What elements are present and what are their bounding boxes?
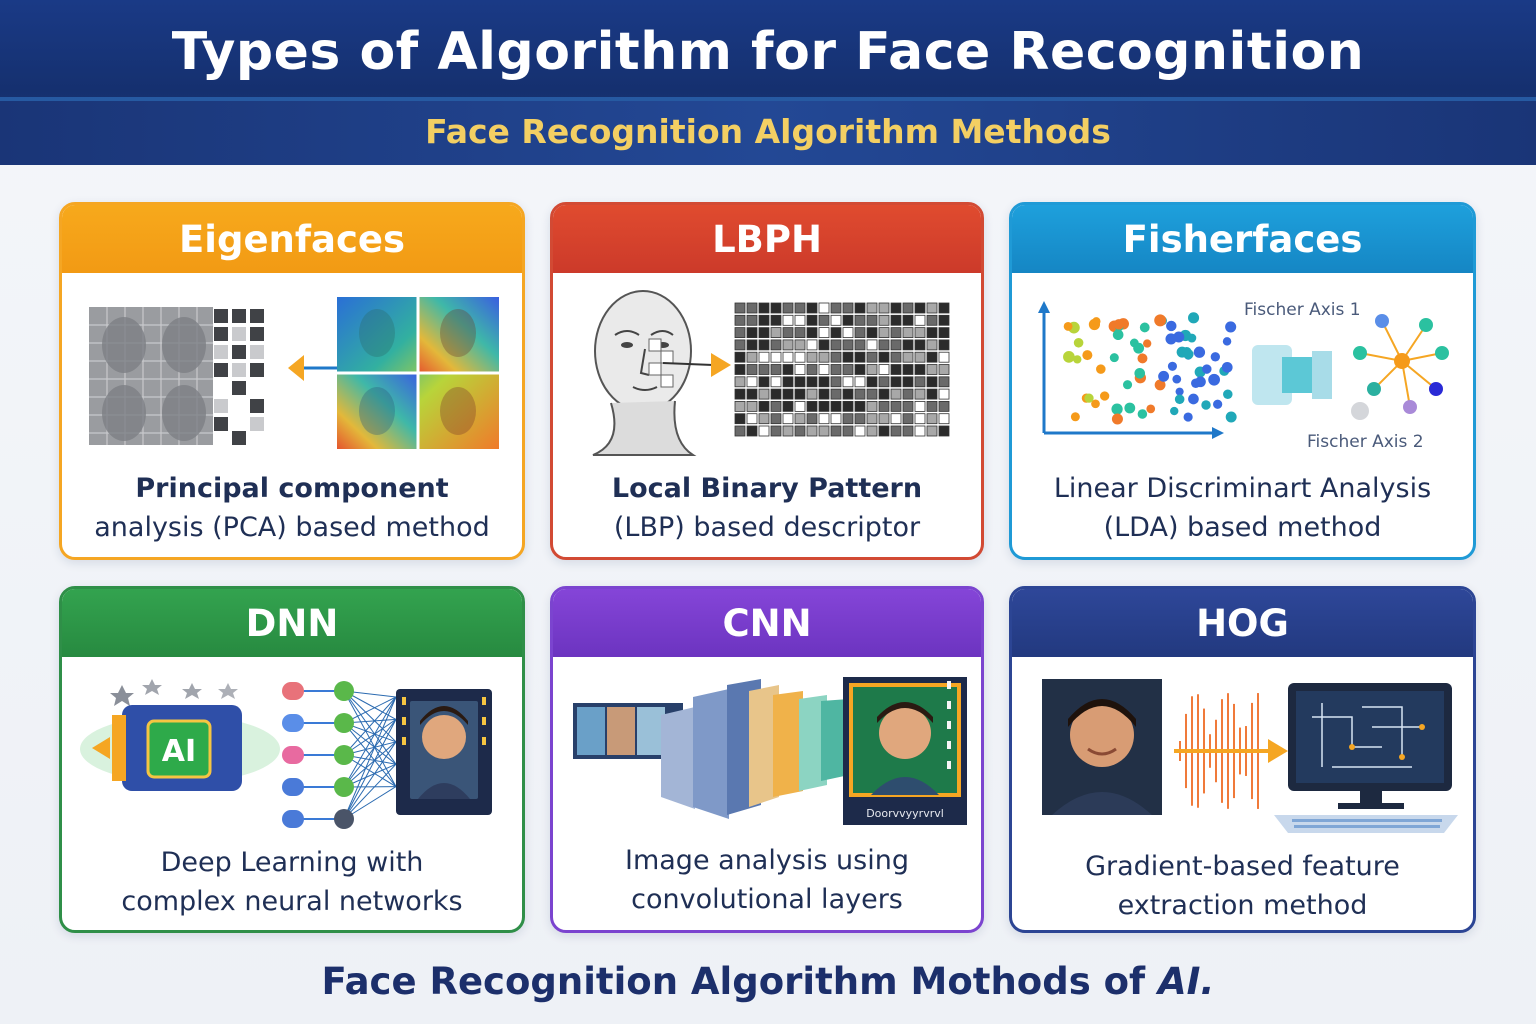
axis-label-1: Fischer Axis 1 — [1244, 300, 1361, 320]
card-description-line2: complex neural networks — [121, 886, 463, 917]
dnn-illustration: AI — [80, 679, 492, 829]
sketched-head-icon — [592, 290, 697, 456]
card-header-lbph: LBPH — [553, 205, 981, 273]
header-banner: Types of Algorithm for Face Recognition … — [0, 0, 1536, 165]
axis-label-2: Fischer Axis 2 — [1307, 432, 1424, 452]
card-title: HOG — [1196, 601, 1289, 645]
star-graph — [1351, 314, 1449, 420]
card-description-line1: Image analysis using — [625, 845, 909, 876]
card-description: Linear Discriminart Analysis (LDA) based… — [1012, 469, 1473, 547]
card-description-line1: Principal component — [135, 473, 449, 504]
footer-text: Face Recognition Algorithm Mothods of — [321, 960, 1146, 1003]
cnn-illustration: Doorvvyyrvrvl — [573, 677, 967, 825]
card-description: Local Binary Pattern (LBP) based descrip… — [553, 469, 981, 547]
footer-ai-mark: AI. — [1158, 960, 1215, 1003]
card-description: Gradient-based feature extraction method — [1012, 847, 1473, 925]
card-description-line1: Gradient-based feature — [1085, 851, 1400, 882]
fisherfaces-illustration: Fischer Axis 1 Fischer Axis 2 — [1038, 300, 1449, 452]
card-fisherfaces: Fisherfaces — [1009, 202, 1476, 560]
card-header-fisherfaces: Fisherfaces — [1012, 205, 1473, 273]
card-description-line2: analysis (PCA) based method — [94, 512, 490, 543]
page-subtitle: Face Recognition Algorithm Methods — [425, 112, 1111, 151]
card-title: CNN — [722, 601, 812, 645]
card-cnn: CNN — [550, 586, 984, 933]
card-eigenfaces: Eigenfaces — [59, 202, 525, 560]
subtitle-band — [0, 101, 1536, 165]
card-header-hog: HOG — [1012, 589, 1473, 657]
card-description-line1: Linear Discriminart Analysis — [1053, 473, 1432, 504]
card-title: DNN — [245, 601, 339, 645]
card-description-line2: (LBP) based descriptor — [613, 512, 921, 543]
monitor-icon — [1274, 683, 1458, 833]
card-description-line1: Local Binary Pattern — [611, 473, 923, 504]
card-header-dnn: DNN — [62, 589, 522, 657]
card-title: LBPH — [712, 217, 822, 261]
card-description-line2: (LDA) based method — [1103, 512, 1382, 543]
card-description: Deep Learning with complex neural networ… — [62, 843, 522, 921]
card-title: Eigenfaces — [179, 217, 405, 261]
card-title: Fisherfaces — [1122, 217, 1363, 261]
card-dnn: DNN AI — [59, 586, 525, 933]
card-header-cnn: CNN — [553, 589, 981, 657]
header-divider — [0, 97, 1536, 101]
card-description: Image analysis using convolutional layer… — [553, 841, 981, 919]
footer-caption: Face Recognition Algorithm Mothods of AI… — [0, 960, 1536, 1003]
page-title: Types of Algorithm for Face Recognition — [171, 22, 1365, 82]
ai-chip-icon: AI — [146, 719, 212, 779]
ai-chip-label: AI — [162, 734, 196, 769]
card-description-line1: Deep Learning with — [160, 847, 424, 878]
lbph-illustration — [592, 290, 953, 456]
projection-shape — [1252, 345, 1332, 405]
card-lbph: LBPH — [550, 202, 984, 560]
card-description-line2: extraction method — [1117, 890, 1368, 921]
card-header-eigenfaces: Eigenfaces — [62, 205, 522, 273]
card-description: Principal component analysis (PCA) based… — [62, 469, 522, 547]
conv-layer-stack — [661, 679, 869, 819]
card-hog: HOG — [1009, 586, 1476, 933]
card-description-line2: convolutional layers — [631, 884, 903, 915]
eigenfaces-illustration — [89, 297, 499, 449]
photo-caption: Doorvvyyrvrvl — [866, 807, 944, 820]
hog-illustration — [1042, 679, 1458, 833]
